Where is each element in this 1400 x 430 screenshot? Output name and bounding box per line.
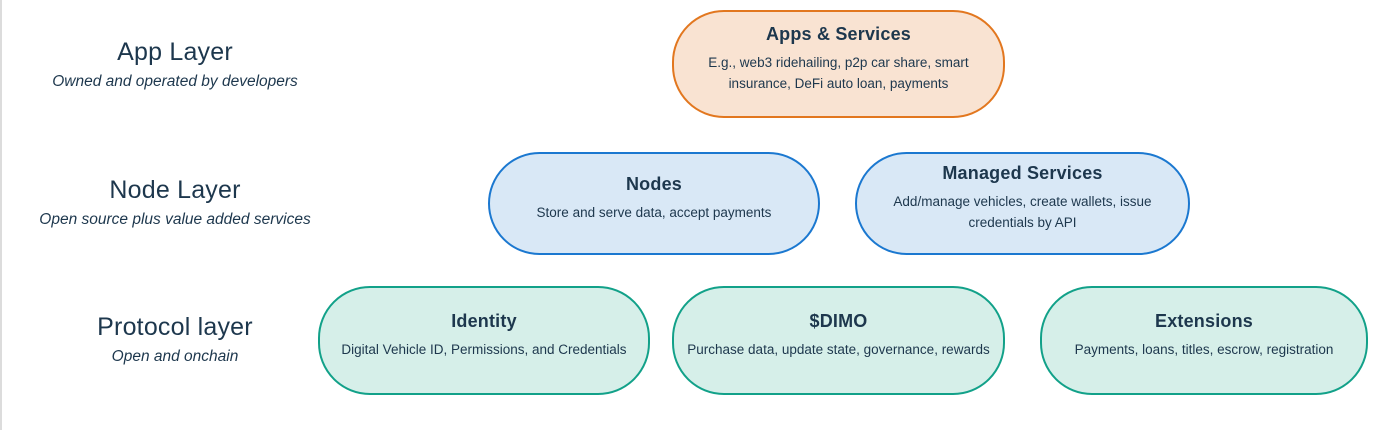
nodes-box: Nodes Store and serve data, accept payme… [488, 152, 820, 255]
extensions-box: Extensions Payments, loans, titles, escr… [1040, 286, 1368, 395]
apps-services-box: Apps & Services E.g., web3 ridehailing, … [672, 10, 1005, 118]
app-layer-label: App Layer Owned and operated by develope… [0, 38, 350, 91]
apps-services-box-title: Apps & Services [765, 23, 912, 44]
app-layer-title: App Layer [117, 38, 233, 66]
protocol-layer-subtitle: Open and onchain [111, 348, 239, 365]
left-edge-line [0, 0, 2, 430]
managed-services-box-body: Add/manage vehicles, create wallets, iss… [893, 194, 1152, 230]
node-layer-subtitle: Open source plus value added services [39, 211, 311, 228]
protocol-layer-label: Protocol layer Open and onchain [0, 313, 350, 366]
node-layer-title: Node Layer [109, 176, 241, 204]
nodes-box-body: Store and serve data, accept payments [536, 204, 772, 220]
nodes-box-title: Nodes [625, 173, 682, 194]
extensions-box-title: Extensions [1154, 310, 1254, 331]
identity-box-title: Identity [451, 310, 517, 331]
dimo-box-title: $DIMO [809, 310, 868, 331]
app-layer-subtitle: Owned and operated by developers [52, 73, 298, 90]
managed-services-box: Managed Services Add/manage vehicles, cr… [855, 152, 1190, 255]
identity-box: Identity Digital Vehicle ID, Permissions… [318, 286, 650, 395]
managed-services-box-title: Managed Services [942, 163, 1103, 184]
identity-box-body: Digital Vehicle ID, Permissions, and Cre… [341, 341, 627, 357]
dimo-box-body: Purchase data, update state, governance,… [687, 341, 990, 357]
dimo-box: $DIMO Purchase data, update state, gover… [672, 286, 1005, 395]
extensions-box-body: Payments, loans, titles, escrow, registr… [1074, 341, 1334, 357]
node-layer-label: Node Layer Open source plus value added … [0, 176, 350, 229]
apps-services-box-body: E.g., web3 ridehailing, p2p car share, s… [708, 54, 969, 91]
protocol-layer-title: Protocol layer [97, 313, 253, 341]
